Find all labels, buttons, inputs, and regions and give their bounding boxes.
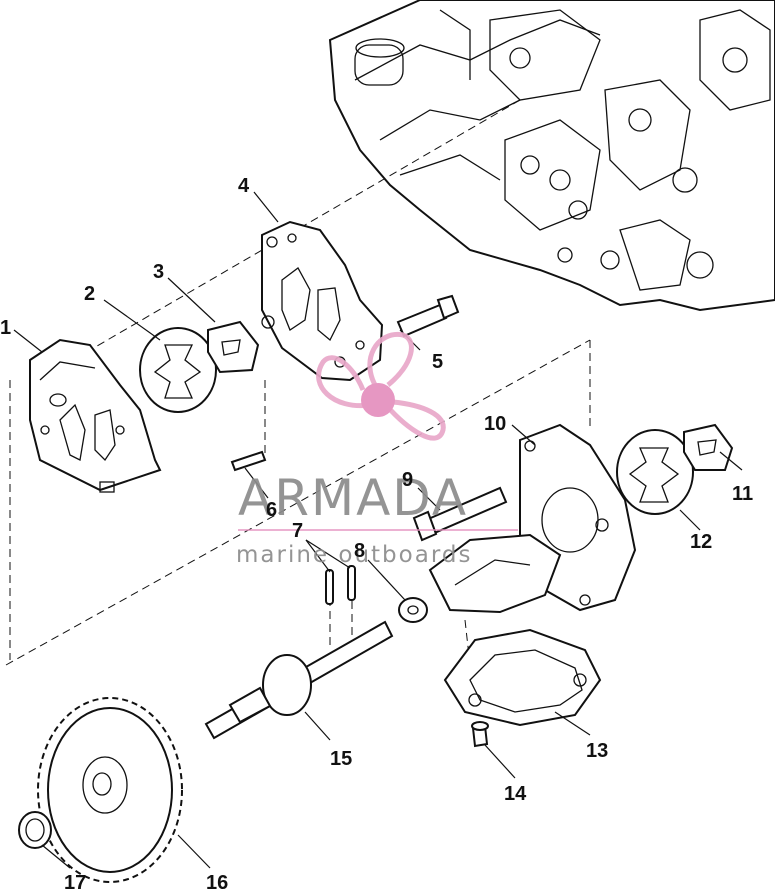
callout-8: 8 (354, 540, 365, 562)
callout-13: 13 (586, 740, 608, 762)
callout-17: 17 (64, 872, 86, 891)
callout-9: 9 (402, 469, 413, 491)
callout-11: 11 (732, 483, 753, 505)
part-2-outer-rotor (139, 327, 217, 413)
propeller-blade-left (316, 355, 371, 409)
part-17-seal (18, 811, 52, 849)
watermark-tagline: marine outboards (236, 542, 472, 568)
part-8-washer (398, 597, 428, 623)
part-1-pump-cover (29, 338, 162, 493)
callout-4: 4 (238, 175, 250, 197)
strainer-plate (428, 533, 562, 614)
alignment-lines (5, 99, 591, 711)
callout-5: 5 (432, 351, 443, 373)
part-11-inner-rotor (683, 423, 734, 471)
engine-block (328, 0, 775, 312)
callout-14: 14 (504, 783, 527, 805)
propeller-hub (361, 383, 395, 417)
part-5-bolt (396, 294, 460, 338)
callout-2: 2 (84, 283, 95, 305)
callout-3: 3 (153, 261, 164, 283)
callout-12: 12 (690, 531, 712, 553)
propeller-blade-right (384, 399, 446, 441)
callout-6: 6 (266, 499, 277, 521)
part-13-gasket (443, 628, 602, 727)
callout-10: 10 (484, 413, 506, 435)
part-3-inner-rotor (207, 320, 260, 374)
part-14-screw (471, 721, 489, 748)
propeller-icon (316, 332, 446, 441)
callout-16: 16 (206, 872, 228, 891)
watermark-brand: ARMADA (238, 469, 468, 527)
part-7-pins (325, 565, 356, 605)
callout-15: 15 (330, 748, 352, 770)
part-12-outer-rotor (616, 429, 694, 515)
callout-7: 7 (292, 520, 303, 542)
part-16-driven-gear (37, 697, 183, 883)
part-15-drive-shaft (204, 620, 394, 740)
propeller-blade-top (367, 332, 414, 392)
callout-1: 1 (0, 317, 11, 339)
part-6-dowel-pin (230, 450, 267, 472)
part-4-pump-body (261, 220, 384, 382)
callout-numbers: 1 2 3 4 5 6 7 8 9 10 11 12 13 14 15 16 1… (0, 175, 753, 891)
watermark: ARMADA marine outboards (236, 332, 518, 568)
